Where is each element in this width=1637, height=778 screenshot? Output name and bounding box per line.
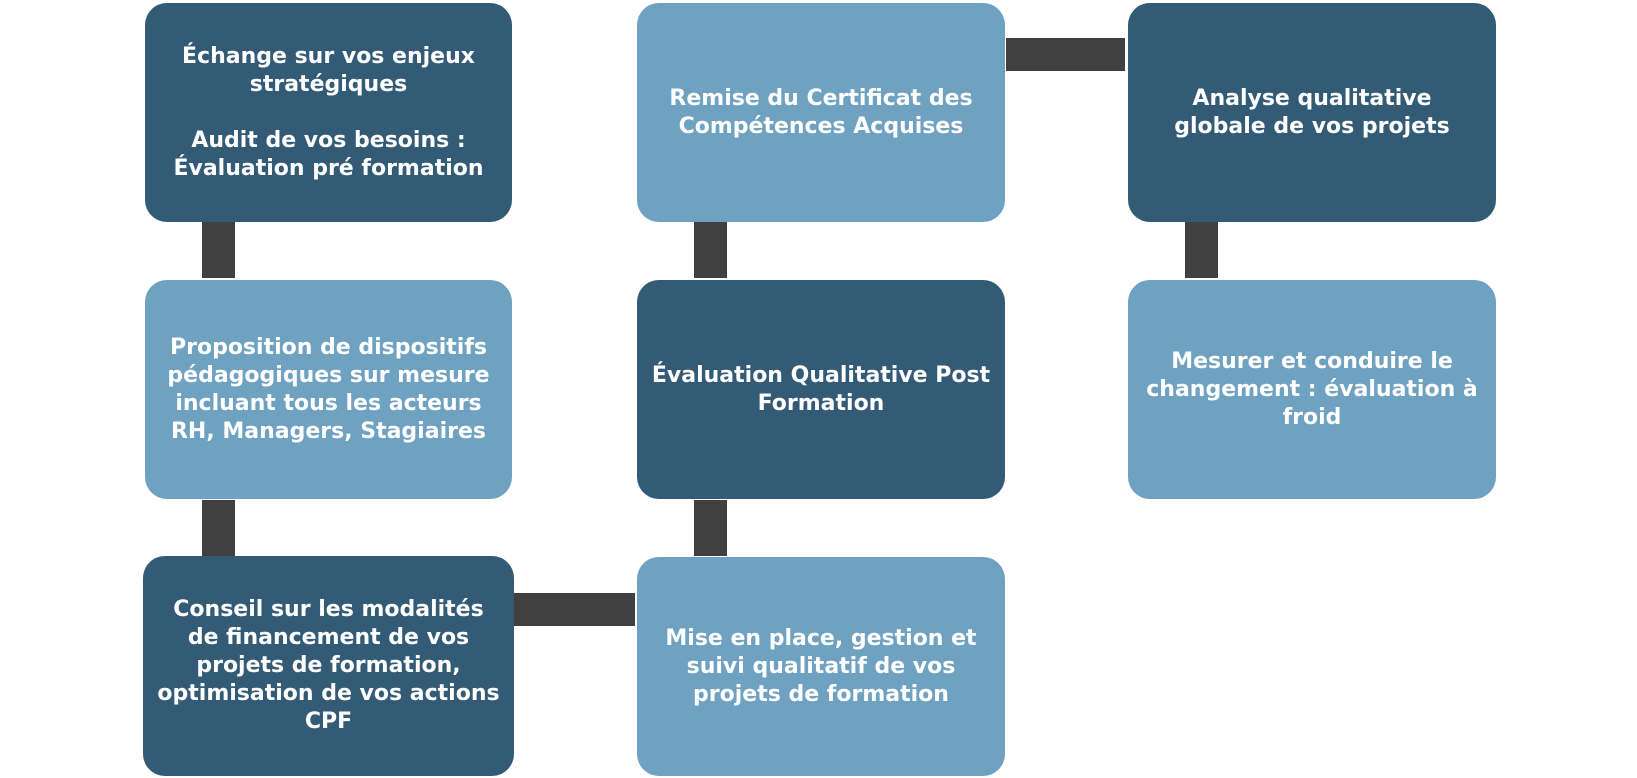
connector-step7-step8 bbox=[1185, 222, 1218, 278]
connector-step4-step5 bbox=[694, 500, 727, 556]
step-box-1-text: Échange sur vos enjeux stratégiques Audi… bbox=[173, 43, 484, 181]
step-box-3-text: Conseil sur les modalités de financement… bbox=[157, 597, 500, 734]
step-box-6-text: Remise du Certificat des Compétences Acq… bbox=[669, 85, 973, 139]
step-box-5-text: Évaluation Qualitative Post Formation bbox=[651, 362, 991, 416]
connector-step1-step2 bbox=[202, 222, 235, 278]
step-box-1: Échange sur vos enjeux stratégiques Audi… bbox=[145, 3, 512, 222]
connector-step2-step3 bbox=[202, 500, 235, 556]
step-box-3: Conseil sur les modalités de financement… bbox=[143, 556, 514, 776]
step-box-2-text: Proposition de dispositifs pédagogiques … bbox=[167, 334, 490, 444]
step-box-2: Proposition de dispositifs pédagogiques … bbox=[145, 280, 512, 499]
connector-step6-step7 bbox=[1006, 38, 1125, 71]
step-box-6: Remise du Certificat des Compétences Acq… bbox=[637, 3, 1005, 222]
step-box-7: Analyse qualitative globale de vos proje… bbox=[1128, 3, 1496, 222]
step-box-4-text: Mise en place, gestion et suivi qualitat… bbox=[665, 625, 977, 707]
connector-step3-step4 bbox=[510, 593, 635, 626]
connector-step5-step6 bbox=[694, 222, 727, 278]
step-box-8: Mesurer et conduire le changement : éval… bbox=[1128, 280, 1496, 499]
step-box-4: Mise en place, gestion et suivi qualitat… bbox=[637, 557, 1005, 776]
step-box-5: Évaluation Qualitative Post Formation bbox=[637, 280, 1005, 499]
step-box-8-text: Mesurer et conduire le changement : éval… bbox=[1146, 348, 1478, 430]
step-box-7-text: Analyse qualitative globale de vos proje… bbox=[1174, 85, 1450, 139]
